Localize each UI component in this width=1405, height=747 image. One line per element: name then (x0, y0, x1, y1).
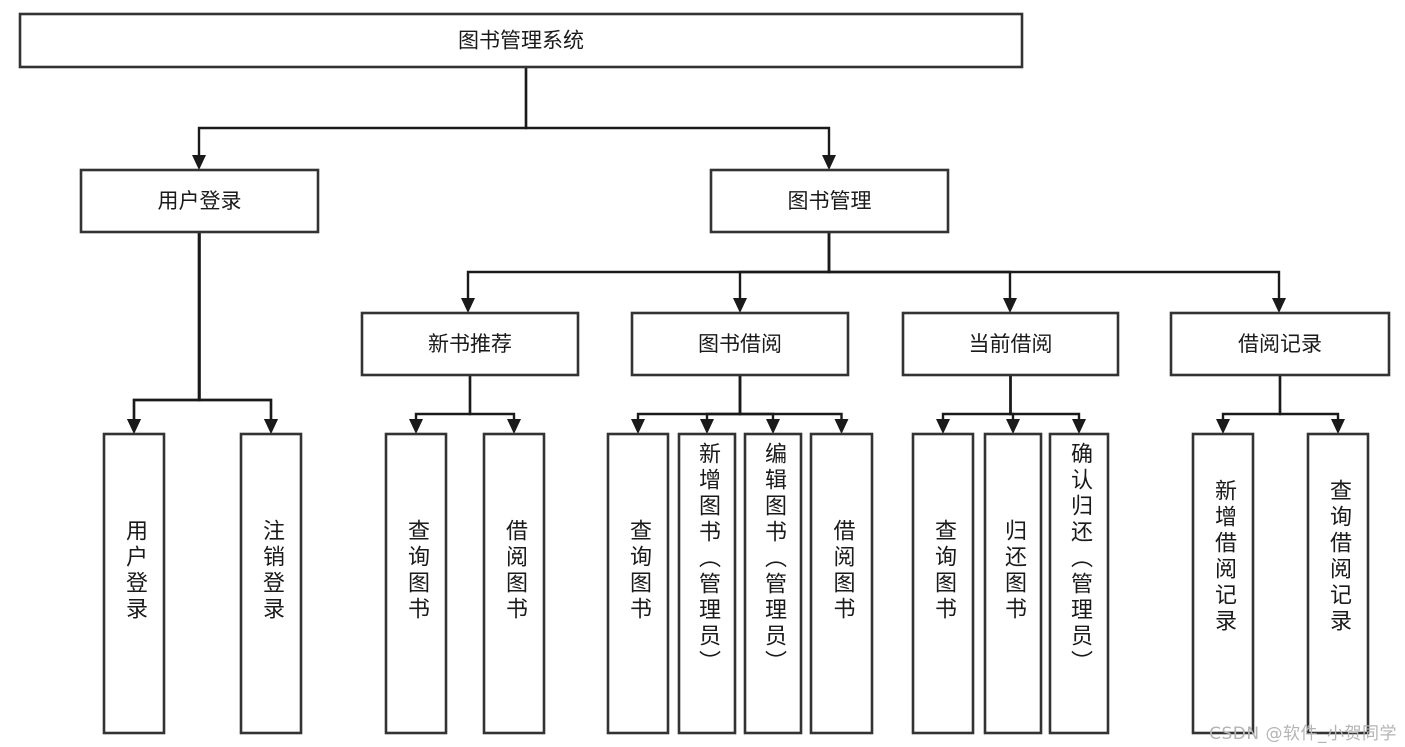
node-label: 图书管理 (788, 189, 872, 213)
node-leaf (809, 432, 874, 735)
node-label: 当前借阅 (969, 332, 1053, 356)
node-leaf (102, 432, 166, 735)
connector-line (1009, 373, 1081, 421)
arrow-head-icon (507, 419, 521, 434)
connector-line (827, 230, 1012, 300)
node-level3 (360, 311, 580, 377)
node-level3 (1169, 311, 1391, 377)
arrow-head-icon (1331, 419, 1345, 434)
node-leaf (384, 432, 448, 735)
arrow-head-icon (1006, 419, 1020, 434)
connector-line (414, 373, 472, 421)
arrow-head-icon (1072, 419, 1086, 434)
arrow-head-icon (192, 155, 206, 170)
connector-line (466, 230, 831, 300)
connector-line (197, 230, 273, 421)
node-leaf (1191, 432, 1255, 735)
connector-line (827, 230, 1281, 300)
connector-line (738, 373, 775, 421)
arrow-head-icon (936, 419, 950, 434)
node-label: 借阅记录 (1238, 332, 1322, 356)
node-leaf (1048, 432, 1110, 735)
arrow-head-icon (409, 419, 423, 434)
arrow-head-icon (631, 419, 645, 434)
connector-line (636, 373, 742, 421)
node-leaf (1306, 432, 1370, 735)
connector-line (738, 230, 831, 300)
connectors-layer (127, 65, 1345, 434)
node-leaf (677, 432, 737, 735)
node-level3 (901, 311, 1120, 377)
node-leaf (911, 432, 975, 735)
connector-line (738, 373, 843, 421)
arrow-head-icon (127, 419, 141, 434)
arrow-head-icon (700, 419, 714, 434)
node-level2 (709, 168, 950, 234)
arrow-head-icon (1216, 419, 1230, 434)
connector-line (132, 230, 201, 421)
arrow-head-icon (1003, 298, 1017, 313)
connector-line (198, 230, 273, 421)
arrow-head-icon (834, 419, 849, 434)
arrow-head-icon (822, 155, 836, 170)
node-leaf (239, 432, 303, 735)
node-leaf (606, 432, 670, 735)
node-leaf (482, 432, 546, 735)
connector-line (468, 373, 516, 421)
arrow-head-icon (766, 419, 780, 434)
node-label: 新书推荐 (428, 332, 512, 356)
node-leaf (983, 432, 1043, 735)
node-level2 (79, 168, 320, 234)
arrow-head-icon (264, 419, 278, 434)
watermark-text: CSDN @软件_小贺同学 (1209, 724, 1397, 744)
node-root (18, 12, 1024, 69)
connector-line (132, 230, 201, 421)
node-level3 (630, 311, 850, 377)
connector-line (941, 373, 1012, 421)
connector-line (1221, 373, 1282, 421)
arrow-head-icon (1272, 298, 1286, 313)
connector-line (1278, 373, 1340, 421)
connector-line (705, 373, 742, 421)
connector-line (197, 65, 528, 157)
nodes-layer (18, 12, 1391, 735)
arrow-head-icon (461, 298, 475, 313)
arrow-head-icon (733, 298, 747, 313)
node-leaf (743, 432, 803, 735)
node-label: 图书借阅 (698, 332, 782, 356)
node-label: 图书管理系统 (458, 29, 584, 53)
connector-line (524, 65, 831, 157)
node-label: 用户登录 (158, 189, 242, 213)
